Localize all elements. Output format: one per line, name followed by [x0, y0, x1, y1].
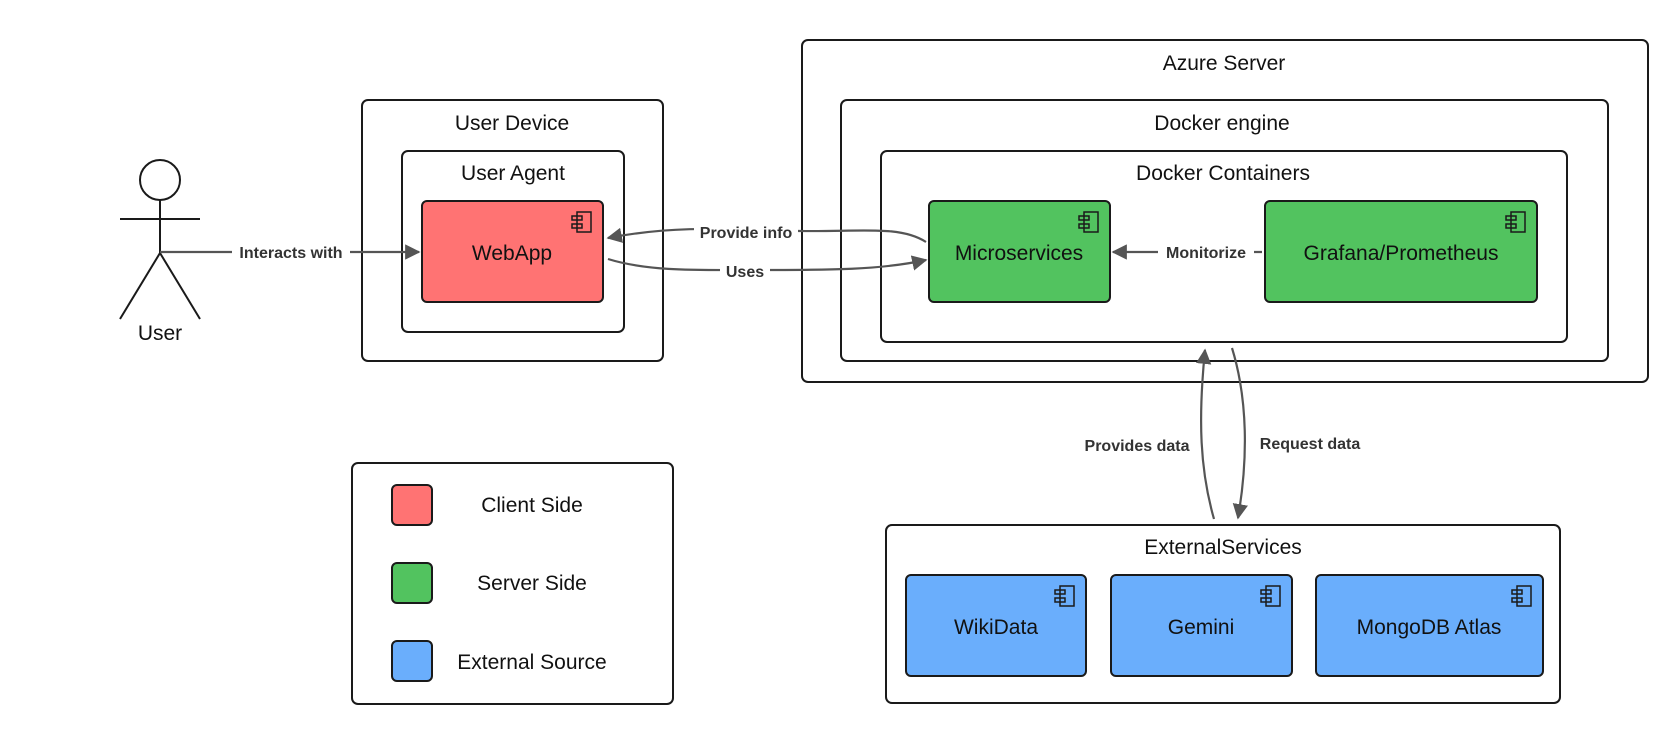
grafana-component[interactable]: [1264, 200, 1538, 303]
user-device-title: User Device: [455, 112, 569, 135]
azure-server-title: Azure Server: [1163, 52, 1286, 75]
edge-label-bg: [232, 241, 350, 263]
docker-containers-title: Docker Containers: [1136, 162, 1310, 185]
microservices-component[interactable]: [928, 200, 1111, 303]
external-services-title: ExternalServices: [1144, 536, 1302, 559]
actor-head: [139, 159, 181, 201]
gemini-label: Gemini: [1168, 616, 1235, 639]
component-icon: [571, 211, 592, 233]
legend-client-label: Client Side: [481, 494, 583, 517]
legend-external-swatch: [391, 640, 433, 682]
component-icon: [1511, 585, 1532, 607]
edge-provide-info-label: Provide info: [700, 225, 793, 242]
actor-label: User: [138, 322, 182, 345]
actor-right-leg: [159, 252, 201, 320]
component-icon: [1078, 211, 1099, 233]
gemini-component[interactable]: [1110, 574, 1293, 677]
edge-request-data: [1230, 347, 1248, 520]
legend-server-label: Server Side: [477, 572, 587, 595]
edge-label-bg: [720, 260, 770, 282]
wikidata-component[interactable]: [905, 574, 1087, 677]
edge-uses-label: Uses: [726, 264, 764, 281]
component-icon: [1505, 211, 1526, 233]
grafana-label: Grafana/Prometheus: [1304, 242, 1499, 265]
edge-provides-data: [1195, 348, 1216, 520]
edge-label-bg: [694, 221, 798, 243]
legend-external-label: External Source: [457, 651, 606, 674]
user-actor: User: [119, 159, 201, 345]
legend-server-swatch: [391, 562, 433, 604]
edge-provides-data-label: Provides data: [1085, 438, 1190, 455]
wikidata-label: WikiData: [954, 616, 1038, 639]
microservices-label: Microservices: [955, 242, 1083, 265]
user-agent-title: User Agent: [461, 162, 565, 185]
docker-engine-title: Docker engine: [1154, 112, 1289, 135]
component-icon: [1260, 585, 1281, 607]
edge-request-data-label: Request data: [1260, 436, 1361, 453]
mongodb-label: MongoDB Atlas: [1357, 616, 1502, 639]
actor-left-leg: [119, 252, 161, 320]
edge-label-bg: [1158, 241, 1254, 263]
edge-interacts-with-label: Interacts with: [239, 245, 342, 262]
edge-monitorize-label: Monitorize: [1166, 245, 1246, 262]
component-icon: [1054, 585, 1075, 607]
webapp-component[interactable]: [421, 200, 604, 303]
legend-client-swatch: [391, 484, 433, 526]
mongodb-component[interactable]: [1315, 574, 1544, 677]
edge-provide-info: [606, 227, 927, 243]
webapp-label: WebApp: [472, 242, 552, 265]
